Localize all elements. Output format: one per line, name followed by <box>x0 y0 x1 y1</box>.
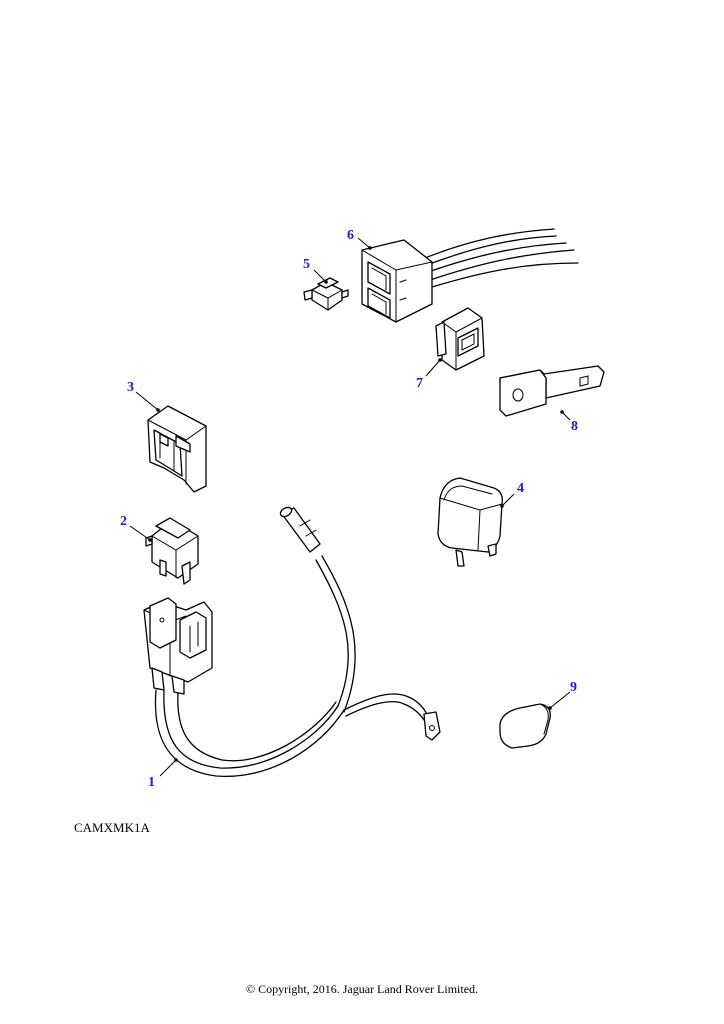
part-5-mini-fuse <box>303 277 349 311</box>
callout-3: 3 <box>127 380 134 395</box>
copyright-notice: © Copyright, 2016. Jaguar Land Rover Lim… <box>245 982 479 996</box>
callout-5: 5 <box>303 257 310 272</box>
part-9-grommet <box>499 703 551 749</box>
leader-lines <box>129 237 571 777</box>
callout-4: 4 <box>517 481 524 496</box>
diagram-reference-code: CAMXMK1A <box>74 820 150 835</box>
part-3-fuse-holder <box>147 405 207 493</box>
part-8-bracket <box>499 365 605 417</box>
part-4-relay <box>437 477 503 567</box>
part-1-harness <box>143 506 441 777</box>
callout-7: 7 <box>416 376 423 391</box>
part-6-connector-block <box>361 228 579 323</box>
callout-1: 1 <box>148 775 155 790</box>
part-2-blade-fuse <box>145 517 199 585</box>
callout-8: 8 <box>571 419 578 434</box>
callout-2: 2 <box>120 514 127 529</box>
callout-9: 9 <box>570 680 577 695</box>
callout-6: 6 <box>347 228 354 243</box>
part-7-holder <box>435 307 485 371</box>
